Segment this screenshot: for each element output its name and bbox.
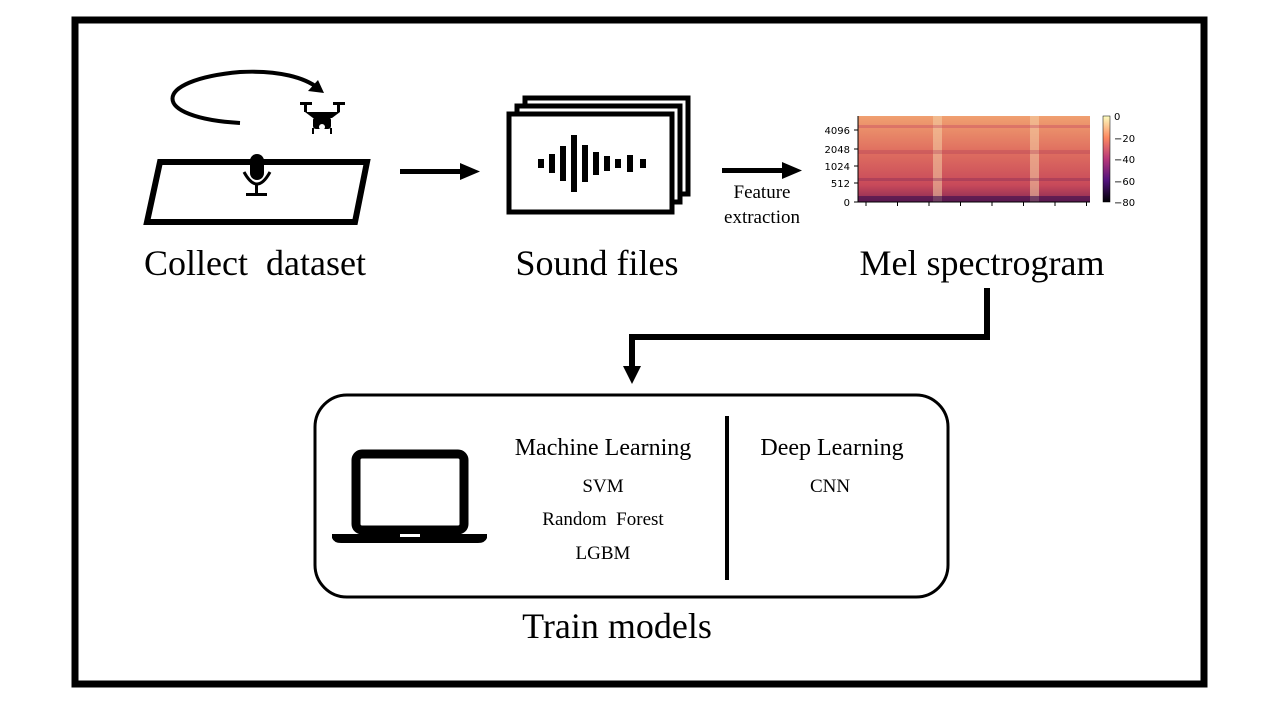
- machine-learning-title: Machine Learning: [515, 435, 692, 461]
- sound-file-card: [506, 111, 675, 215]
- feature-extraction-label-line2: extraction: [724, 207, 800, 228]
- sound-files-label: Sound files: [515, 243, 678, 283]
- dl-item-cnn: CNN: [810, 476, 850, 497]
- colorbar: [1102, 115, 1111, 203]
- colorbar-tick: 0: [1114, 112, 1120, 123]
- spectrogram-y-tick: 512: [831, 179, 850, 190]
- mel-spectrogram-label: Mel spectrogram: [860, 243, 1105, 283]
- spectrogram-y-tick: 4096: [825, 126, 850, 137]
- models-box: [313, 393, 950, 599]
- train-models-group: Machine Learning SVM Random Forest LGBM …: [313, 393, 950, 646]
- colorbar-tick: −40: [1114, 155, 1135, 166]
- arrow-icon: [722, 162, 802, 179]
- ml-item-random-forest: Random Forest: [542, 509, 664, 530]
- spectrogram-y-tick: 0: [844, 198, 850, 209]
- arrow-icon: [400, 163, 480, 180]
- feature-extraction-label-line1: Feature: [734, 182, 791, 203]
- outer-frame: [71, 16, 1208, 688]
- spectrogram-plot: [858, 116, 1090, 202]
- colorbar-tick: −60: [1114, 177, 1135, 188]
- spectrogram-y-tick: 1024: [825, 162, 850, 173]
- microphone-icon: [242, 154, 272, 196]
- sound-files-group: Sound files: [506, 95, 691, 283]
- drone-icon: [300, 102, 345, 134]
- laptop-icon: [332, 449, 487, 543]
- collect-dataset-label: Collect dataset: [144, 243, 366, 283]
- spectrogram-y-tick: 2048: [825, 145, 850, 156]
- deep-learning-title: Deep Learning: [760, 435, 903, 461]
- ml-item-lgbm: LGBM: [576, 543, 631, 564]
- waveform-icon: [538, 135, 646, 192]
- circular-arrow-head-icon: [308, 80, 324, 93]
- mel-spectrogram-group: 4096 2048 1024 512 0 0 −20 −40 −60 −80 M…: [825, 112, 1136, 283]
- colorbar-tick: −80: [1114, 198, 1135, 209]
- spectrogram-y-tick-marks: [854, 129, 1087, 206]
- ml-item-svm: SVM: [582, 476, 623, 497]
- train-models-label: Train models: [522, 606, 712, 646]
- arrow-icon: [623, 288, 990, 384]
- colorbar-tick: −20: [1114, 134, 1135, 145]
- recording-pad: [143, 159, 371, 225]
- circular-arrow-icon: [170, 69, 320, 125]
- collect-dataset-group: Collect dataset: [143, 69, 371, 283]
